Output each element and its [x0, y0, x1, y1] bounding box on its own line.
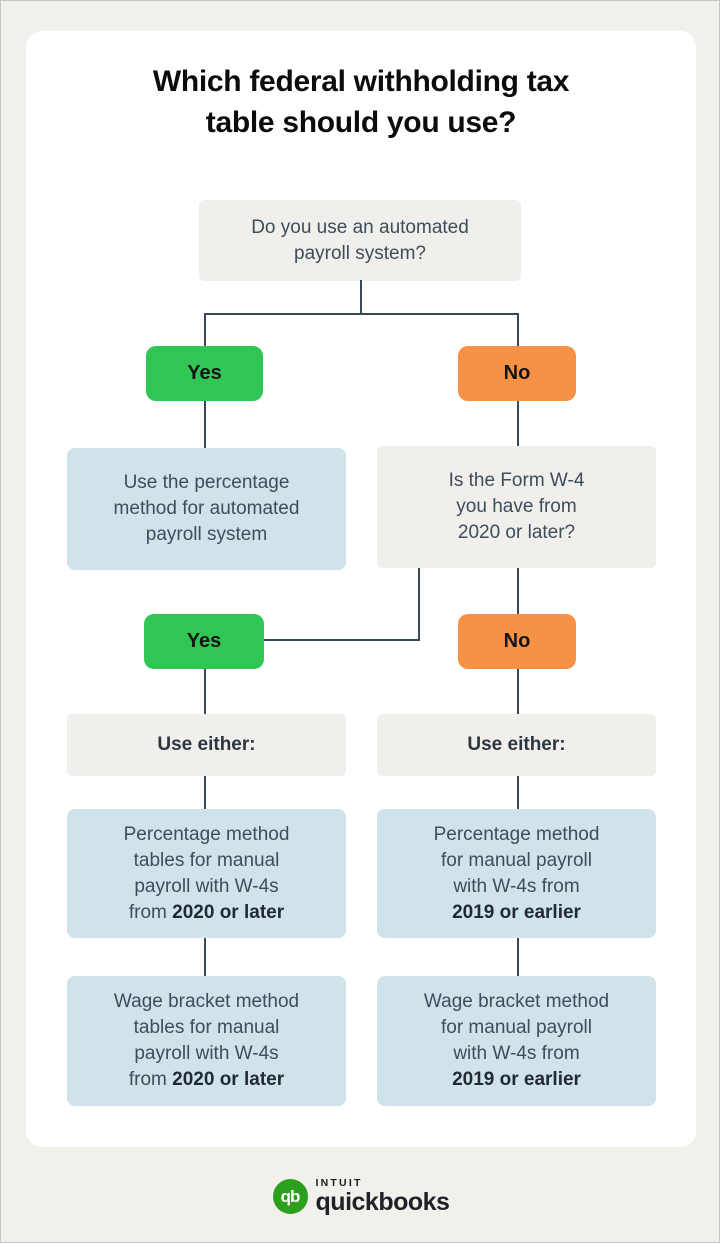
pct2020-line2: tables for manual: [133, 849, 280, 871]
no-button-branch2-label: No: [503, 630, 531, 652]
no-button-branch1-label: No: [503, 362, 531, 384]
intuit-wordmark: INTUIT: [315, 1177, 363, 1189]
connector-q1-down: [360, 280, 362, 314]
question-box-automated-payroll: Do you use an automated payroll system?: [199, 200, 521, 281]
connector-q1-to-no1: [517, 313, 519, 347]
wage2019-line2: for manual payroll: [440, 1017, 593, 1038]
connector-q1-to-yes1: [204, 313, 206, 347]
result-automated-line3: payroll system: [145, 524, 268, 545]
pct2019-line4: 2019 or earlier: [452, 900, 581, 926]
wage2020-line2: tables for manual: [133, 1017, 280, 1038]
quickbooks-wordmark: quickbooks: [315, 1188, 450, 1216]
page-title-line1: Which federal withholding tax: [152, 65, 570, 98]
question-2-line3: 2020 or later?: [457, 522, 576, 543]
wage2020-line1: Wage bracket method: [113, 991, 300, 1012]
connector-yes1-to-result: [204, 401, 206, 448]
pct2019-line1: Percentage method: [433, 823, 600, 845]
result-box-automated-percentage-method: Use the percentage method for automated …: [67, 448, 346, 570]
pct2020-line3: payroll with W-4s: [134, 875, 279, 897]
pct2019-line4-bold: 2019 or earlier: [452, 901, 581, 923]
result-automated-line1: Use the percentage: [123, 472, 290, 493]
wage2019-line4-bold: 2019 or earlier: [452, 1069, 581, 1090]
question-1-line1: Do you use an automated: [251, 216, 469, 238]
intuit-quickbooks-logo: qb INTUIT quickbooks: [1, 1177, 719, 1216]
connector-left-to-pct2020: [204, 776, 206, 809]
logo-wordmark: INTUIT quickbooks: [316, 1177, 450, 1216]
use-either-left-label: Use either:: [157, 734, 256, 755]
quickbooks-qb-monogram: qb: [280, 1186, 301, 1206]
connector-no2-to-use-either: [517, 669, 519, 714]
wage2019-line4: 2019 or earlier: [452, 1067, 581, 1093]
pct2019-line2: for manual payroll: [440, 849, 593, 871]
use-either-right-label: Use either:: [467, 734, 566, 755]
result-automated-line2: method for automated: [113, 498, 300, 519]
question-2-line1: Is the Form W-4: [448, 470, 585, 491]
result-box-wage-bracket-2019: Wage bracket method for manual payroll w…: [377, 976, 656, 1106]
connector-right-to-wage2019: [517, 938, 519, 976]
no-button-branch2: No: [458, 614, 576, 669]
page-title-line2: table should you use?: [205, 106, 517, 139]
connector-q2-to-no2: [517, 568, 519, 614]
pct2020-line4-prefix: from: [128, 901, 173, 923]
pct2020-line4-bold: 2020 or later: [172, 901, 285, 923]
yes-button-branch2: Yes: [144, 614, 264, 669]
yes-button-branch1: Yes: [146, 346, 263, 401]
question-box-form-w4-year: Is the Form W-4 you have from 2020 or la…: [377, 446, 656, 568]
no-button-branch1: No: [458, 346, 576, 401]
connector-left-to-wage2020: [204, 938, 206, 976]
pct2019-line3: with W-4s from: [453, 875, 580, 897]
question-2-line2: you have from: [456, 496, 577, 517]
connector-no1-to-q2: [517, 401, 519, 446]
wage2020-line4-bold: 2020 or later: [172, 1069, 285, 1090]
yes-button-branch1-label: Yes: [187, 362, 222, 384]
page-title: Which federal withholding tax table shou…: [1, 61, 719, 143]
quickbooks-qb-icon: qb: [272, 1179, 308, 1214]
yes-button-branch2-label: Yes: [186, 630, 222, 652]
wage2020-line4: from 2020 or later: [129, 1067, 284, 1093]
pct2020-line1: Percentage method: [123, 823, 290, 845]
use-either-box-right: Use either:: [377, 714, 656, 776]
result-box-wage-bracket-2020: Wage bracket method tables for manual pa…: [67, 976, 346, 1106]
connector-q1-split: [204, 313, 519, 315]
pct2020-line4: from 2020 or later: [129, 900, 284, 926]
connector-right-to-pct2019: [517, 776, 519, 809]
wage2020-line4-prefix: from: [128, 1069, 173, 1090]
wage2019-line1: Wage bracket method: [423, 991, 610, 1012]
connector-q2-elbow-to-yes2: [264, 639, 420, 641]
wage2020-line3: payroll with W-4s: [134, 1043, 279, 1064]
question-1-line2: payroll system?: [294, 242, 426, 264]
wage2019-line3: with W-4s from: [453, 1043, 580, 1064]
use-either-box-left: Use either:: [67, 714, 346, 776]
connector-q2-down-left: [418, 568, 420, 641]
result-box-percentage-2020: Percentage method tables for manual payr…: [67, 809, 346, 938]
result-box-percentage-2019: Percentage method for manual payroll wit…: [377, 809, 656, 938]
connector-yes2-to-use-either: [204, 669, 206, 714]
